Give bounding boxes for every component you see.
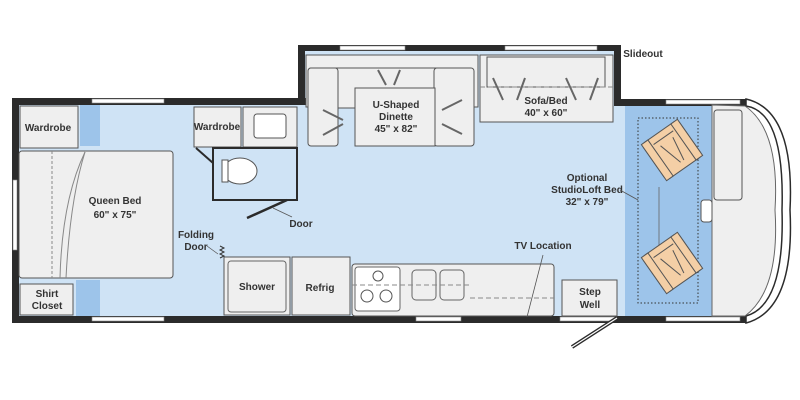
svg-text:Wardrobe: Wardrobe: [194, 122, 241, 133]
floor-accent: [80, 104, 100, 146]
svg-text:Door: Door: [184, 242, 207, 253]
queen-bed: Queen Bed 60" x 75": [18, 150, 174, 279]
svg-text:Queen Bed: Queen Bed: [89, 196, 142, 207]
svg-text:Folding: Folding: [178, 230, 214, 241]
stove-icon: [354, 266, 401, 312]
u-shaped-dinette: U-Shaped Dinette 45" x 82": [305, 54, 479, 147]
passenger-seat-area: [713, 109, 743, 201]
svg-text:Shower: Shower: [239, 282, 275, 293]
slideout-label: Slideout: [623, 49, 663, 60]
cab-chair-passenger: [640, 118, 704, 182]
svg-text:Refrig: Refrig: [306, 283, 335, 294]
svg-text:U-Shaped: U-Shaped: [373, 100, 420, 111]
shirt-closet: Shirt Closet: [19, 283, 74, 316]
door-label: Door: [289, 219, 312, 230]
svg-text:TV Location: TV Location: [514, 241, 571, 252]
shower: Shower: [223, 256, 291, 316]
cab-chair-driver: [640, 231, 704, 295]
kitchen-counter: [351, 263, 555, 317]
svg-text:StudioLoft Bed: StudioLoft Bed: [551, 185, 623, 196]
svg-text:Optional: Optional: [567, 173, 608, 184]
svg-text:Well: Well: [580, 300, 601, 311]
svg-text:Sofa/Bed: Sofa/Bed: [524, 96, 567, 107]
svg-text:60" x 75": 60" x 75": [94, 210, 137, 221]
svg-text:Shirt: Shirt: [36, 289, 59, 300]
svg-text:45" x 82": 45" x 82": [375, 124, 418, 135]
refrigerator: Refrig: [291, 256, 351, 316]
studioloft-label: Optional StudioLoft Bed 32" x 79": [551, 173, 639, 208]
folding-door[interactable]: Folding Door: [178, 230, 226, 259]
windshield: [745, 98, 792, 324]
bath-wardrobe: Wardrobe: [193, 106, 242, 148]
svg-text:Step: Step: [579, 287, 601, 298]
sofa-bed: Sofa/Bed 40" x 60": [479, 54, 614, 123]
rear-wardrobe: Wardrobe: [19, 105, 79, 149]
svg-text:Wardrobe: Wardrobe: [25, 123, 72, 134]
tv-location: TV Location: [514, 241, 572, 318]
entry-door[interactable]: [570, 316, 619, 349]
step-well: Step Well: [561, 279, 618, 317]
walls: [12, 45, 749, 323]
svg-text:40" x 60": 40" x 60": [525, 108, 568, 119]
svg-text:Closet: Closet: [32, 301, 63, 312]
floor-accent: [76, 280, 100, 317]
bath-door[interactable]: [246, 198, 288, 220]
svg-text:32" x 79": 32" x 79": [566, 197, 609, 208]
console-icon: [700, 199, 713, 223]
svg-text:Dinette: Dinette: [379, 112, 413, 123]
sink-basin-icon: [253, 113, 287, 139]
